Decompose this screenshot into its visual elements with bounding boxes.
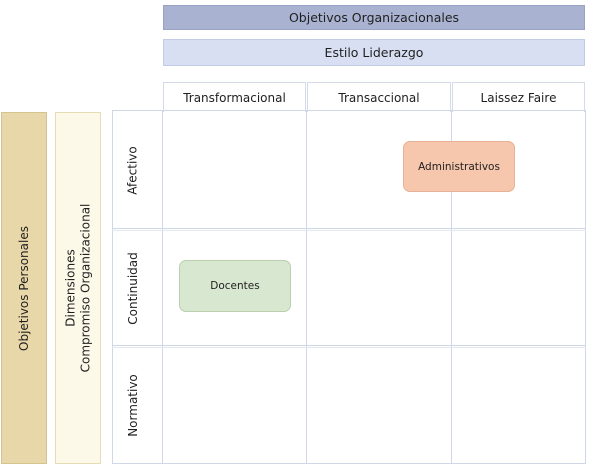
grid-divider-horizontal bbox=[112, 228, 586, 229]
administrativos-node: Administrativos bbox=[403, 141, 515, 192]
leadership-style-banner: Estilo Liderazgo bbox=[163, 39, 585, 66]
administrativos-label: Administrativos bbox=[418, 160, 500, 173]
commitment-dimensions-bar: Dimensiones Compromiso Organizacional bbox=[55, 112, 101, 464]
grid-divider-vertical bbox=[451, 110, 452, 464]
column-header-label: Laissez Faire bbox=[480, 90, 557, 105]
matrix-grid bbox=[112, 110, 586, 464]
column-header-transformacional: Transformacional bbox=[163, 82, 306, 112]
dimensions-label-line1: Dimensiones bbox=[63, 249, 77, 327]
column-header-label: Transaccional bbox=[338, 90, 420, 105]
row-label-afectivo: Afectivo bbox=[113, 112, 153, 228]
grid-divider-horizontal bbox=[112, 345, 586, 346]
grid-divider-vertical bbox=[162, 110, 163, 464]
personal-objectives-bar: Objetivos Personales bbox=[1, 112, 47, 464]
leadership-style-label: Estilo Liderazgo bbox=[324, 45, 424, 60]
docentes-node: Docentes bbox=[179, 260, 291, 312]
row-label-normativo: Normativo bbox=[113, 348, 153, 463]
column-header-laissez-faire: Laissez Faire bbox=[452, 82, 585, 112]
commitment-dimensions-label: Dimensiones Compromiso Organizacional bbox=[63, 204, 93, 373]
docentes-label: Docentes bbox=[210, 280, 260, 292]
personal-objectives-label: Objetivos Personales bbox=[16, 225, 31, 351]
row-label-text: Normativo bbox=[125, 374, 140, 437]
dimensions-label-line2: Compromiso Organizacional bbox=[78, 203, 92, 373]
column-header-label: Transformacional bbox=[183, 90, 286, 105]
row-label-continuidad: Continuidad bbox=[113, 231, 153, 345]
column-header-transaccional: Transaccional bbox=[307, 82, 451, 112]
row-label-text: Continuidad bbox=[125, 251, 140, 325]
row-label-text: Afectivo bbox=[125, 145, 140, 195]
grid-divider-vertical bbox=[306, 110, 307, 464]
organizational-objectives-label: Objetivos Organizacionales bbox=[288, 10, 460, 25]
organizational-objectives-banner: Objetivos Organizacionales bbox=[163, 5, 585, 30]
